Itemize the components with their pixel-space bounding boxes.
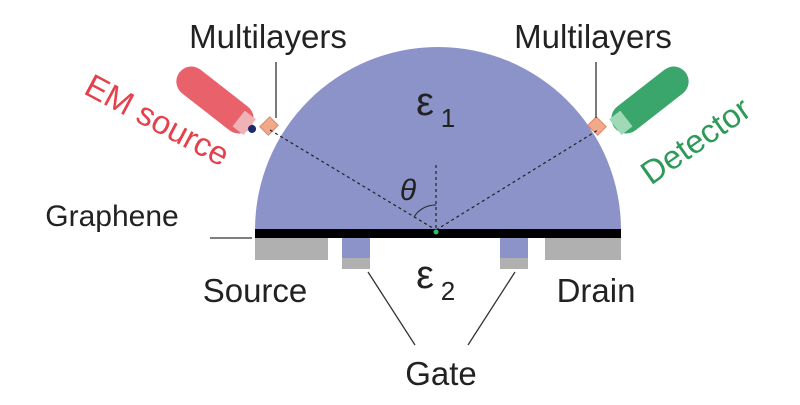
gate-pad-left (342, 238, 370, 258)
pen-detector-icon (609, 66, 689, 135)
multilayers-right-label: Multilayers (514, 18, 672, 55)
prism-hemisphere (255, 47, 621, 230)
theta-arc (413, 204, 437, 218)
graphene-label: Graphene (45, 200, 178, 233)
epsilon1-symbol: ε (416, 80, 434, 124)
source-electrode (255, 238, 328, 260)
drain-electrode (545, 238, 621, 260)
gate-pad-right-base (500, 258, 528, 269)
gate-pad-left-base (342, 258, 370, 269)
pen-emitter-icon (176, 66, 257, 135)
epsilon1-subscript: 1 (441, 103, 455, 133)
drain-label: Drain (557, 272, 636, 309)
source-label: Source (203, 272, 308, 309)
multilayer-right (587, 116, 607, 136)
epsilon2-subscript: 2 (441, 276, 455, 306)
multilayers-left-label: Multilayers (189, 18, 347, 55)
dot-icon (433, 229, 439, 235)
gate-pad-right (500, 238, 528, 258)
theta-label: θ (400, 174, 417, 207)
gate-leader-right (467, 271, 516, 346)
epsilon2-symbol: ε (416, 253, 434, 297)
gate-leader-left (367, 271, 416, 346)
reflected-ray (435, 129, 599, 231)
gate-label: Gate (405, 355, 477, 392)
incident-ray (269, 129, 437, 231)
multilayer-left (259, 116, 279, 136)
